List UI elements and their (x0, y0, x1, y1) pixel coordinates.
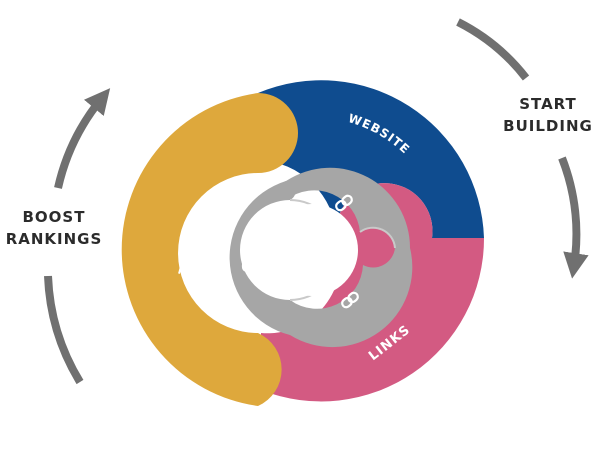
start-building-arrow (456, 18, 530, 81)
boost-rankings-line-1: BOOST (22, 208, 86, 226)
segment-traffic (121, 93, 299, 406)
center-hole (266, 204, 358, 296)
inner-link-segment-bottom (279, 248, 413, 348)
chain-link-icon (341, 291, 359, 309)
inner-link-segment-left (229, 181, 301, 335)
start-building-arrow-lower (558, 156, 589, 279)
chain-link-icon (241, 251, 253, 273)
boost-rankings-arrow-upper (54, 88, 111, 189)
start-building-line-2: BUILDING (503, 117, 593, 135)
start-building-line-1: START (519, 95, 577, 113)
boost-rankings-label: BOOST RANKINGS (0, 206, 108, 250)
start-building-label: START BUILDING (496, 93, 600, 137)
chain-link-icon (335, 194, 353, 212)
segment-website (258, 80, 484, 238)
boost-rankings-line-2: RANKINGS (5, 230, 103, 248)
boost-rankings-arrow-lower (44, 275, 84, 385)
